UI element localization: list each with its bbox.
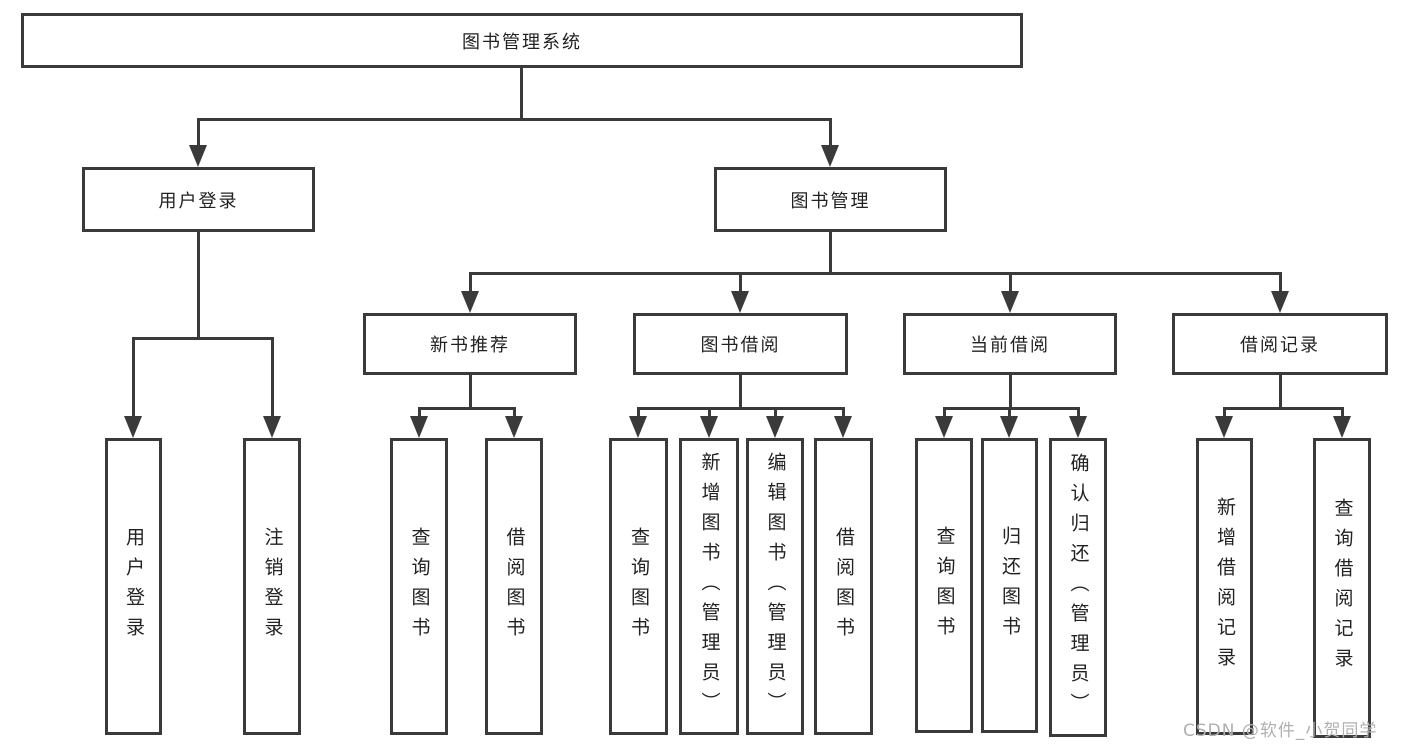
connector-book-management-vline: [829, 232, 832, 272]
connector-stub: [739, 272, 742, 294]
connector-stub: [1009, 272, 1012, 294]
connector-stub: [1077, 407, 1080, 419]
connector-stub: [418, 407, 421, 419]
node-label: 确认归还（管理员）: [1067, 452, 1090, 723]
connector-arrowhead: [124, 416, 142, 438]
connector-root-vline: [520, 68, 523, 118]
connector-stub: [513, 407, 516, 419]
node-add-books-admin: 新增图书（管理员）: [679, 438, 739, 735]
node-borrowing-records: 借阅记录: [1172, 313, 1388, 375]
connector-stub: [943, 407, 946, 419]
node-label: 注销登录: [261, 526, 284, 647]
connector-book-borrowing-hline: [637, 407, 845, 410]
connector-arrowhead: [935, 416, 953, 438]
node-label: 新增图书（管理员）: [698, 451, 721, 722]
node-label: 当前借阅: [970, 335, 1050, 356]
connector-arrowhead: [1000, 416, 1018, 438]
connector-current-borrowing-hline: [943, 407, 1079, 410]
connector-arrowhead: [1271, 291, 1289, 313]
connector-arrowhead: [1215, 416, 1233, 438]
connector-stub: [271, 337, 274, 419]
node-user-login: 用户登录: [82, 167, 315, 232]
connector-book-management-hline: [469, 272, 1281, 275]
connector-stub: [774, 407, 777, 419]
connector-stub: [132, 337, 135, 419]
connector-stub: [1223, 407, 1226, 419]
node-new-book-recommend: 新书推荐: [363, 313, 577, 375]
node-book-borrowing: 图书借阅: [633, 313, 848, 375]
node-label: 查询图书: [933, 525, 956, 646]
connector-stub: [197, 118, 200, 148]
node-label: 新增借阅记录: [1214, 496, 1236, 677]
node-logout: 注销登录: [243, 438, 301, 735]
node-label: 查询图书: [408, 526, 431, 647]
node-current-borrowing: 当前借阅: [903, 313, 1117, 375]
connector-arrowhead: [1333, 416, 1351, 438]
node-add-borrow-record: 新增借阅记录: [1196, 438, 1253, 735]
connector-new-book-hline: [418, 407, 516, 410]
node-label: 借阅图书: [833, 526, 855, 647]
node-recommend-borrow-books: 借阅图书: [485, 438, 543, 735]
node-confirm-return-admin: 确认归还（管理员）: [1049, 438, 1107, 737]
connector-arrowhead: [410, 416, 428, 438]
node-borrowing-borrow-books: 借阅图书: [814, 438, 873, 735]
connector-user-login-hline: [132, 337, 273, 340]
connector-arrowhead: [834, 416, 852, 438]
connector-arrowhead: [731, 291, 749, 313]
connector-arrowhead: [505, 416, 523, 438]
node-recommend-query-books: 查询图书: [390, 438, 448, 735]
node-book-management: 图书管理: [714, 167, 947, 232]
connector-stub: [708, 407, 711, 419]
connector-arrowhead: [766, 416, 784, 438]
connector-stub: [842, 407, 845, 419]
node-label: 图书管理系统: [462, 31, 582, 53]
connector-arrowhead: [189, 145, 207, 167]
connector-arrowhead: [1069, 416, 1087, 438]
connector-user-login-vline: [197, 232, 200, 337]
connector-arrowhead: [461, 291, 479, 313]
connector-book-borrowing-vline: [739, 375, 742, 407]
connector-arrowhead: [629, 416, 647, 438]
node-label: 用户登录: [158, 190, 239, 212]
node-query-borrow-record: 查询借阅记录: [1313, 438, 1371, 738]
connector-arrowhead: [1001, 291, 1019, 313]
connector-stub: [1341, 407, 1344, 419]
node-label: 借阅图书: [503, 526, 526, 647]
connector-stub: [829, 118, 832, 148]
node-label: 编辑图书（管理员）: [764, 451, 787, 722]
node-edit-books-admin: 编辑图书（管理员）: [746, 438, 804, 735]
connector-arrowhead: [700, 416, 718, 438]
node-current-query-books: 查询图书: [915, 438, 973, 733]
connector-stub: [1008, 407, 1011, 419]
node-library-management-system: 图书管理系统: [21, 13, 1023, 68]
connector-arrowhead: [263, 416, 281, 438]
node-borrowing-query-books: 查询图书: [609, 438, 668, 735]
node-label: 查询借阅记录: [1331, 498, 1354, 678]
node-return-books: 归还图书: [981, 438, 1038, 733]
node-label: 用户登录: [123, 526, 145, 647]
node-label: 查询图书: [628, 526, 650, 647]
connector-root-hline: [197, 118, 832, 121]
connector-stub: [637, 407, 640, 419]
node-user-login-action: 用户登录: [105, 438, 162, 735]
node-label: 归还图书: [999, 525, 1021, 646]
connector-borrowing-records-vline: [1279, 375, 1282, 407]
connector-stub: [469, 272, 472, 294]
node-label: 图书借阅: [700, 335, 781, 356]
connector-stub: [1279, 272, 1282, 294]
connector-arrowhead: [821, 145, 839, 167]
connector-current-borrowing-vline: [1009, 375, 1012, 407]
connector-new-book-vline: [469, 375, 472, 407]
csdn-watermark: CSDN @软件_小贺同学: [1183, 721, 1378, 741]
node-label: 借阅记录: [1240, 335, 1320, 356]
node-label: 图书管理: [790, 190, 871, 212]
connector-borrowing-records-hline: [1223, 407, 1344, 410]
node-label: 新书推荐: [430, 335, 510, 356]
